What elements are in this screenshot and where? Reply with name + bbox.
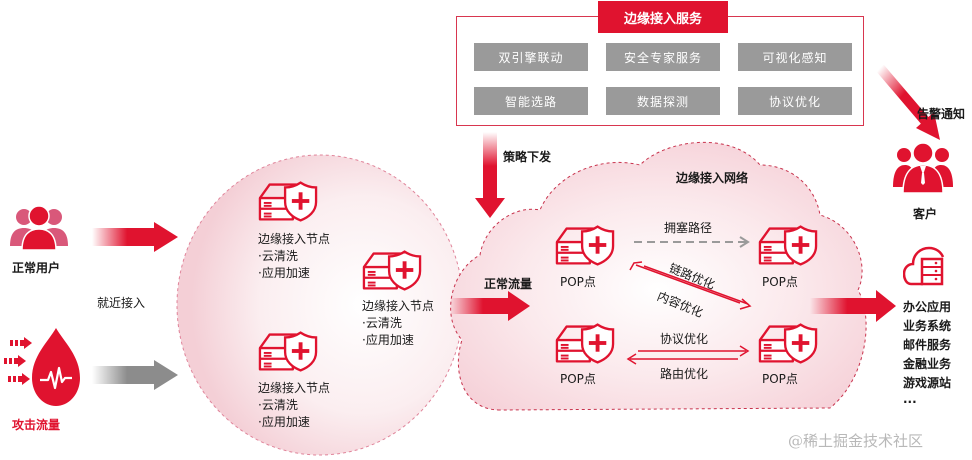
alert-notification-label: 告警通知 <box>917 107 966 121</box>
edge-node-feature: ·云清洗 <box>258 398 298 412</box>
service-smart-routing[interactable]: 智能选路 <box>474 87 588 115</box>
congested-path-arrow <box>634 236 750 248</box>
destination-item: 办公应用 <box>903 300 952 314</box>
destination-item: 业务系统 <box>903 319 952 333</box>
edge-node-title: 边缘接入节点 <box>258 381 331 395</box>
outbound-arrow <box>810 290 896 322</box>
service-dual-engine[interactable]: 双引擎联动 <box>474 43 588 71</box>
destination-item: 游戏源站 <box>903 376 952 390</box>
edge-node-2[interactable]: 边缘接入节点 ·云清洗 ·应用加速 <box>362 298 434 349</box>
destination-item: ... <box>903 392 917 406</box>
attack-drop-icon <box>4 328 80 406</box>
service-visual-perception[interactable]: 可视化感知 <box>738 43 852 71</box>
customer-group-icon <box>893 143 953 193</box>
edge-node-3[interactable]: 边缘接入节点 ·云清洗 ·应用加速 <box>258 380 330 431</box>
edge-node-1[interactable]: 边缘接入节点 ·云清洗 ·应用加速 <box>258 231 330 282</box>
service-protocol-optimization[interactable]: 协议优化 <box>738 87 852 115</box>
pop-node-1[interactable]: POP点 <box>560 275 596 289</box>
edge-node-feature: ·云清洗 <box>258 249 298 263</box>
users-icon <box>10 205 68 250</box>
congested-path-label: 拥塞路径 <box>664 221 713 235</box>
service-security-expert[interactable]: 安全专家服务 <box>606 43 720 71</box>
protocol-optimization-arrows <box>626 345 750 365</box>
edge-node-title: 边缘接入节点 <box>362 299 435 313</box>
edge-node-feature: ·应用加速 <box>258 266 310 280</box>
policy-delivery-label: 策略下发 <box>503 150 552 164</box>
alert-notification-arrow <box>876 64 940 140</box>
routing-optimization-label: 路由优化 <box>660 367 709 381</box>
server-shield-icon <box>555 323 615 364</box>
edge-node-feature: ·应用加速 <box>362 333 414 347</box>
normal-users-arrow <box>92 222 178 252</box>
pop-node-4[interactable]: POP点 <box>762 372 798 386</box>
attack-traffic-label: 攻击流量 <box>12 418 61 432</box>
edge-node-feature: ·云清洗 <box>362 316 402 330</box>
edge-node-title: 边缘接入节点 <box>258 232 331 246</box>
normal-traffic-arrow <box>450 291 530 321</box>
edge-access-service-panel: 双引擎联动 安全专家服务 可视化感知 智能选路 数据探测 协议优化 <box>456 16 864 126</box>
pop-node-3[interactable]: POP点 <box>560 372 596 386</box>
cloud-server-icon <box>903 246 945 286</box>
server-shield-icon <box>758 225 818 266</box>
watermark: @稀土掘金技术社区 <box>788 432 924 450</box>
nearby-access-label: 就近接入 <box>97 296 146 310</box>
service-panel-title: 边缘接入服务 <box>598 1 728 33</box>
attack-traffic-arrow <box>92 360 178 390</box>
protocol-optimization-label: 协议优化 <box>660 332 709 346</box>
edge-network-label: 边缘接入网络 <box>676 171 749 185</box>
normal-traffic-label: 正常流量 <box>484 277 533 291</box>
customer-label: 客户 <box>913 207 938 221</box>
link-optimization-arrows <box>629 261 752 310</box>
destination-list: 办公应用 业务系统 邮件服务 金融业务 游戏源站 ... <box>903 298 951 405</box>
server-shield-icon <box>258 181 318 222</box>
server-shield-icon <box>555 225 615 266</box>
server-shield-icon <box>758 323 818 364</box>
policy-delivery-arrow <box>475 132 505 218</box>
edge-node-feature: ·应用加速 <box>258 415 310 429</box>
server-shield-icon <box>362 250 422 291</box>
destination-item: 邮件服务 <box>903 338 952 352</box>
destination-item: 金融业务 <box>903 357 952 371</box>
normal-users-label: 正常用户 <box>12 261 61 275</box>
server-shield-icon <box>258 331 318 372</box>
pop-node-2[interactable]: POP点 <box>762 275 798 289</box>
service-data-probe[interactable]: 数据探测 <box>606 87 720 115</box>
